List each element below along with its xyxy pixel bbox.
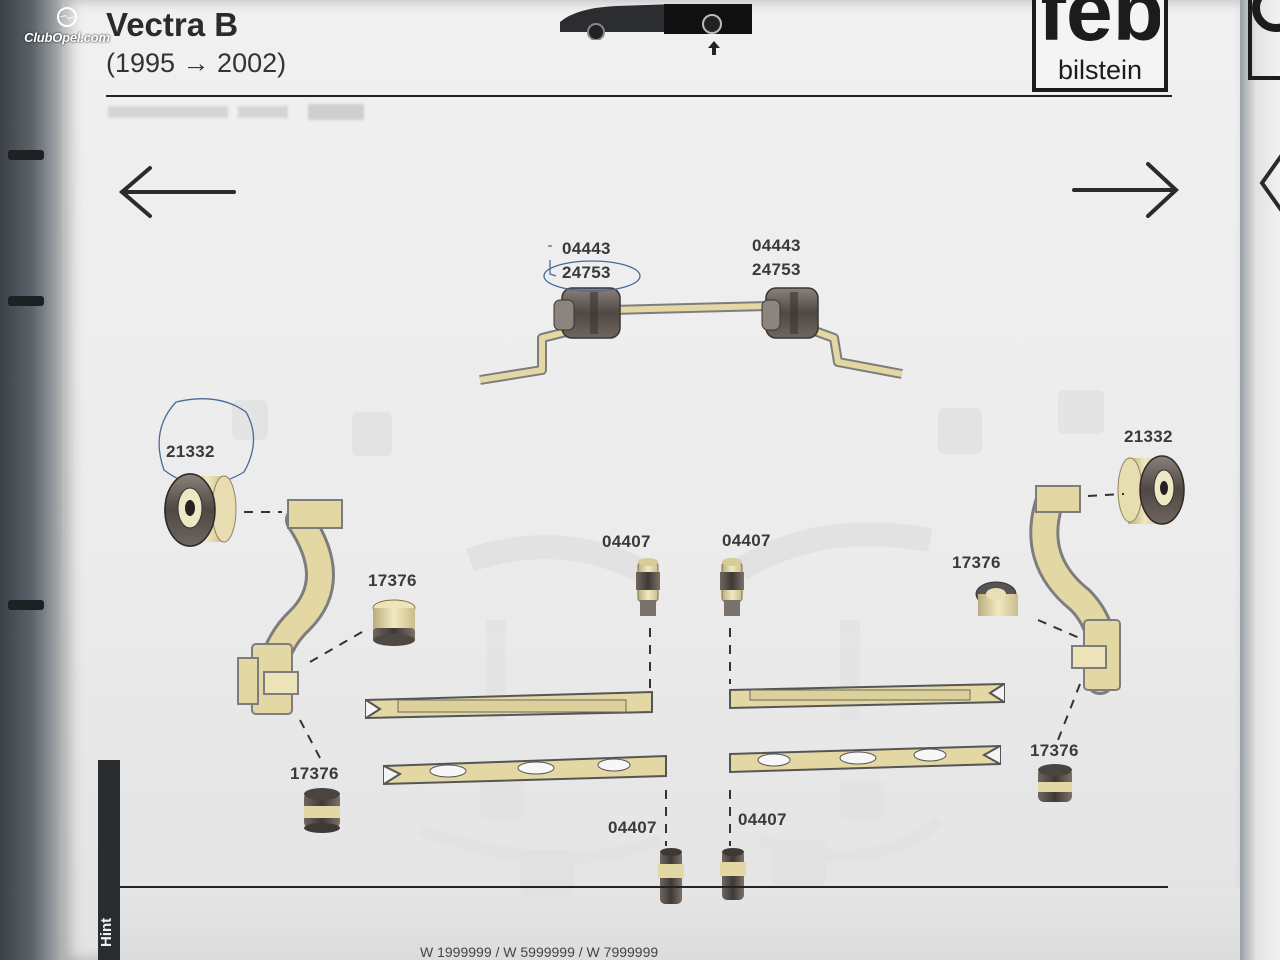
link-bush-04407-lower-right — [720, 848, 746, 900]
header-rule — [106, 95, 1172, 97]
part-number-label: 17376 — [368, 571, 417, 590]
part-number-label: 24753 — [562, 263, 611, 282]
stabilizer-bushing-left — [553, 287, 621, 339]
watermark: ClubOpel.com — [12, 6, 122, 56]
footer-rule — [120, 886, 1168, 888]
feb-logo-fragment-icon — [1252, 0, 1280, 32]
arrow-right-icon[interactable] — [1072, 160, 1182, 218]
bushing-17376-lower-left — [304, 788, 340, 833]
part-number-label: 04407 — [738, 810, 787, 829]
link-rod-upper-right — [729, 682, 1005, 710]
bushing-21332-left — [164, 473, 237, 547]
part-number-label: 21332 — [166, 442, 215, 461]
part-number-label: 17376 — [290, 764, 339, 783]
faint-text-icon — [108, 104, 364, 120]
control-arm-left — [237, 499, 343, 715]
binder-ring — [8, 600, 44, 610]
stabilizer-bushing-right — [761, 287, 819, 339]
part-number-label: 24753 — [752, 260, 801, 279]
link-rod-lower-left — [383, 754, 667, 786]
model-years: (1995 → 2002) — [106, 48, 287, 78]
part-number-label: 17376 — [1030, 741, 1079, 760]
part-number-label: 04443 — [752, 236, 801, 255]
faint-subheading — [108, 100, 368, 130]
footer-vin-range: W 1999999 / W 5999999 / W 7999999 — [420, 944, 659, 960]
next-page-logo — [1248, 0, 1280, 80]
arrow-up-icon — [708, 41, 720, 55]
part-number-label: 17376 — [952, 553, 1001, 572]
next-page-edge — [1240, 0, 1280, 960]
arrow-left-icon[interactable] — [116, 164, 236, 220]
faint-background-parts — [232, 390, 1104, 896]
bushing-21332-right — [1117, 455, 1185, 525]
opel-lightning-icon — [54, 7, 80, 27]
brand-main: feb — [1042, 0, 1160, 48]
section-tab-label: Hint — [98, 917, 115, 947]
part-number-label: 04407 — [722, 531, 771, 550]
binder-ring — [8, 150, 44, 160]
link-bush-04407-lower-left — [658, 848, 684, 904]
feb-logo-icon: feb — [1042, 0, 1160, 48]
arrow-left-icon[interactable] — [1256, 148, 1280, 218]
handwritten-annotation — [158, 245, 641, 486]
bushing-17376-upper-left — [372, 599, 416, 646]
section-tab[interactable] — [98, 760, 120, 960]
link-rod-upper-left — [365, 690, 653, 720]
page-title: Vectra B — [106, 6, 239, 43]
binder-edge — [0, 0, 70, 960]
part-number-label: 04443 — [562, 239, 611, 258]
part-number-label: 04407 — [608, 818, 657, 837]
brand-logo: feb bilstein — [1032, 0, 1168, 92]
bushing-17376-lower-right — [1038, 764, 1072, 802]
watermark-text: ClubOpel.com — [24, 30, 110, 45]
brand-sub: bilstein — [1057, 55, 1143, 85]
part-number-label: 21332 — [1124, 427, 1173, 446]
car-illustration — [560, 4, 752, 40]
link-bush-04407-upper-right — [720, 558, 744, 616]
link-bush-04407-upper-left — [636, 558, 660, 616]
binder-ring — [8, 296, 44, 306]
link-rod-lower-right — [729, 744, 1001, 774]
assembly-leader-lines — [244, 493, 1125, 846]
part-number-label: 04407 — [602, 532, 651, 551]
control-arm-right — [1029, 485, 1121, 695]
stabilizer-bar — [479, 301, 903, 385]
bushing-17376-upper-right — [975, 581, 1018, 616]
